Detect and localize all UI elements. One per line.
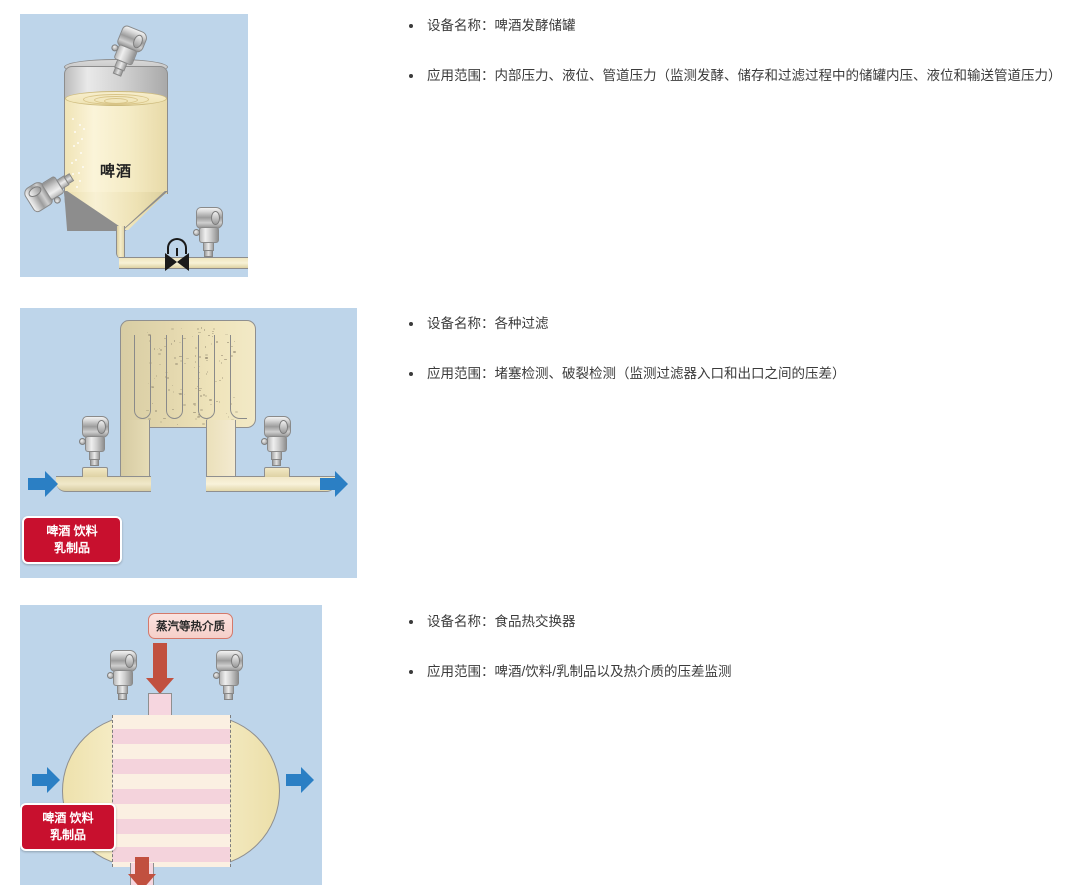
tank-content-label: 啤酒 [99, 163, 132, 180]
heat-plate [112, 847, 230, 862]
filter-cartridge-block [120, 320, 256, 428]
sensor-process-tip [204, 250, 213, 257]
plate-pack-boundary-left [112, 715, 113, 867]
sensor-head [216, 650, 243, 672]
plate-pack-boundary-right [230, 715, 231, 867]
badge-line-2: 乳制品 [53, 541, 90, 555]
description-beer-fermentation-tank: 设备名称：啤酒发酵储罐 应用范围：内部压力、液位、管道压力（监测发酵、储存和过滤… [400, 12, 1062, 112]
sensor-knob [52, 195, 63, 205]
sensor-body [199, 227, 219, 243]
badge-line-1: 啤酒 饮料 [42, 811, 94, 825]
outlet-pipe [206, 476, 336, 492]
carbonation-bubbles [70, 114, 86, 192]
description-food-heat-exchanger: 设备名称：食品热交换器 应用范围：啤酒/饮料/乳制品以及热介质的压差监测 [400, 608, 1060, 708]
heat-plate [112, 759, 230, 774]
inlet-sensor-saddle [82, 467, 108, 477]
steam-media-label: 蒸汽等热介质 [148, 613, 233, 639]
filter-inlet-leg [120, 420, 150, 478]
bullet-equipment-name: 设备名称：各种过滤 [400, 310, 1060, 338]
sensor-process-tip [118, 693, 127, 700]
heat-plate [112, 789, 230, 804]
description-filtration: 设备名称：各种过滤 应用范围：堵塞检测、破裂检测（监测过滤器入口和出口之间的压差… [400, 310, 1060, 410]
valve-actuator-dome [167, 238, 187, 254]
sensor-body [219, 670, 239, 686]
bullet-equipment-name: 设备名称：食品热交换器 [400, 608, 1060, 636]
sensor-head [264, 416, 291, 438]
figure-beer-fermentation-tank: 啤酒 [20, 14, 248, 277]
heat-plate [112, 729, 230, 744]
steam-inlet-nozzle [148, 693, 172, 719]
sensor-body [113, 670, 133, 686]
valve-stem [176, 248, 178, 256]
foam-ring-inner [104, 98, 128, 104]
product-media-badge: 啤酒 饮料 乳制品 [20, 803, 116, 851]
sensor-knob [107, 672, 114, 679]
heat-exchanger-plate-pack [112, 715, 230, 867]
sensor-body [267, 436, 287, 452]
outlet-sensor-saddle [264, 467, 290, 477]
filter-particulate-texture [145, 327, 238, 427]
figure-filtration: 啤酒 饮料 乳制品 [20, 308, 357, 578]
sensor-knob [213, 672, 220, 679]
filter-channel-1 [134, 335, 151, 419]
figure-food-heat-exchanger: 蒸汽等热介质 啤酒 饮料 [20, 605, 322, 885]
heat-plate [112, 819, 230, 834]
sensor-process-tip [224, 693, 233, 700]
tank-beer-body [65, 98, 167, 194]
sensor-knob [261, 438, 268, 445]
sensor-head [110, 650, 137, 672]
product-media-badge: 啤酒 饮料 乳制品 [22, 516, 122, 564]
sensor-knob [193, 229, 200, 236]
badge-line-2: 乳制品 [49, 828, 86, 842]
bullet-application-scope: 应用范围：啤酒/饮料/乳制品以及热介质的压差监测 [400, 658, 1060, 686]
sensor-process-tip [90, 459, 99, 466]
badge-line-1: 啤酒 饮料 [46, 524, 98, 538]
tank-outlet-pipe-vertical [116, 226, 125, 259]
bullet-application-scope: 应用范围：内部压力、液位、管道压力（监测发酵、储存和过滤过程中的储罐内压、液位和… [400, 62, 1062, 90]
sensor-process-tip [272, 459, 281, 466]
bullet-equipment-name: 设备名称：啤酒发酵储罐 [400, 12, 1060, 40]
filter-channel-4 [230, 335, 247, 419]
bullet-application-scope: 应用范围：堵塞检测、破裂检测（监测过滤器入口和出口之间的压差） [400, 360, 1060, 388]
sensor-head [82, 416, 109, 438]
sensor-head [196, 207, 223, 229]
filter-channel-3 [198, 335, 215, 419]
diaphragm-valve-icon [165, 252, 189, 271]
foam-ring-outer [83, 94, 149, 105]
sensor-knob [79, 438, 86, 445]
inlet-pipe [56, 476, 151, 492]
sensor-body [85, 436, 105, 452]
filter-outlet-leg [206, 420, 236, 478]
